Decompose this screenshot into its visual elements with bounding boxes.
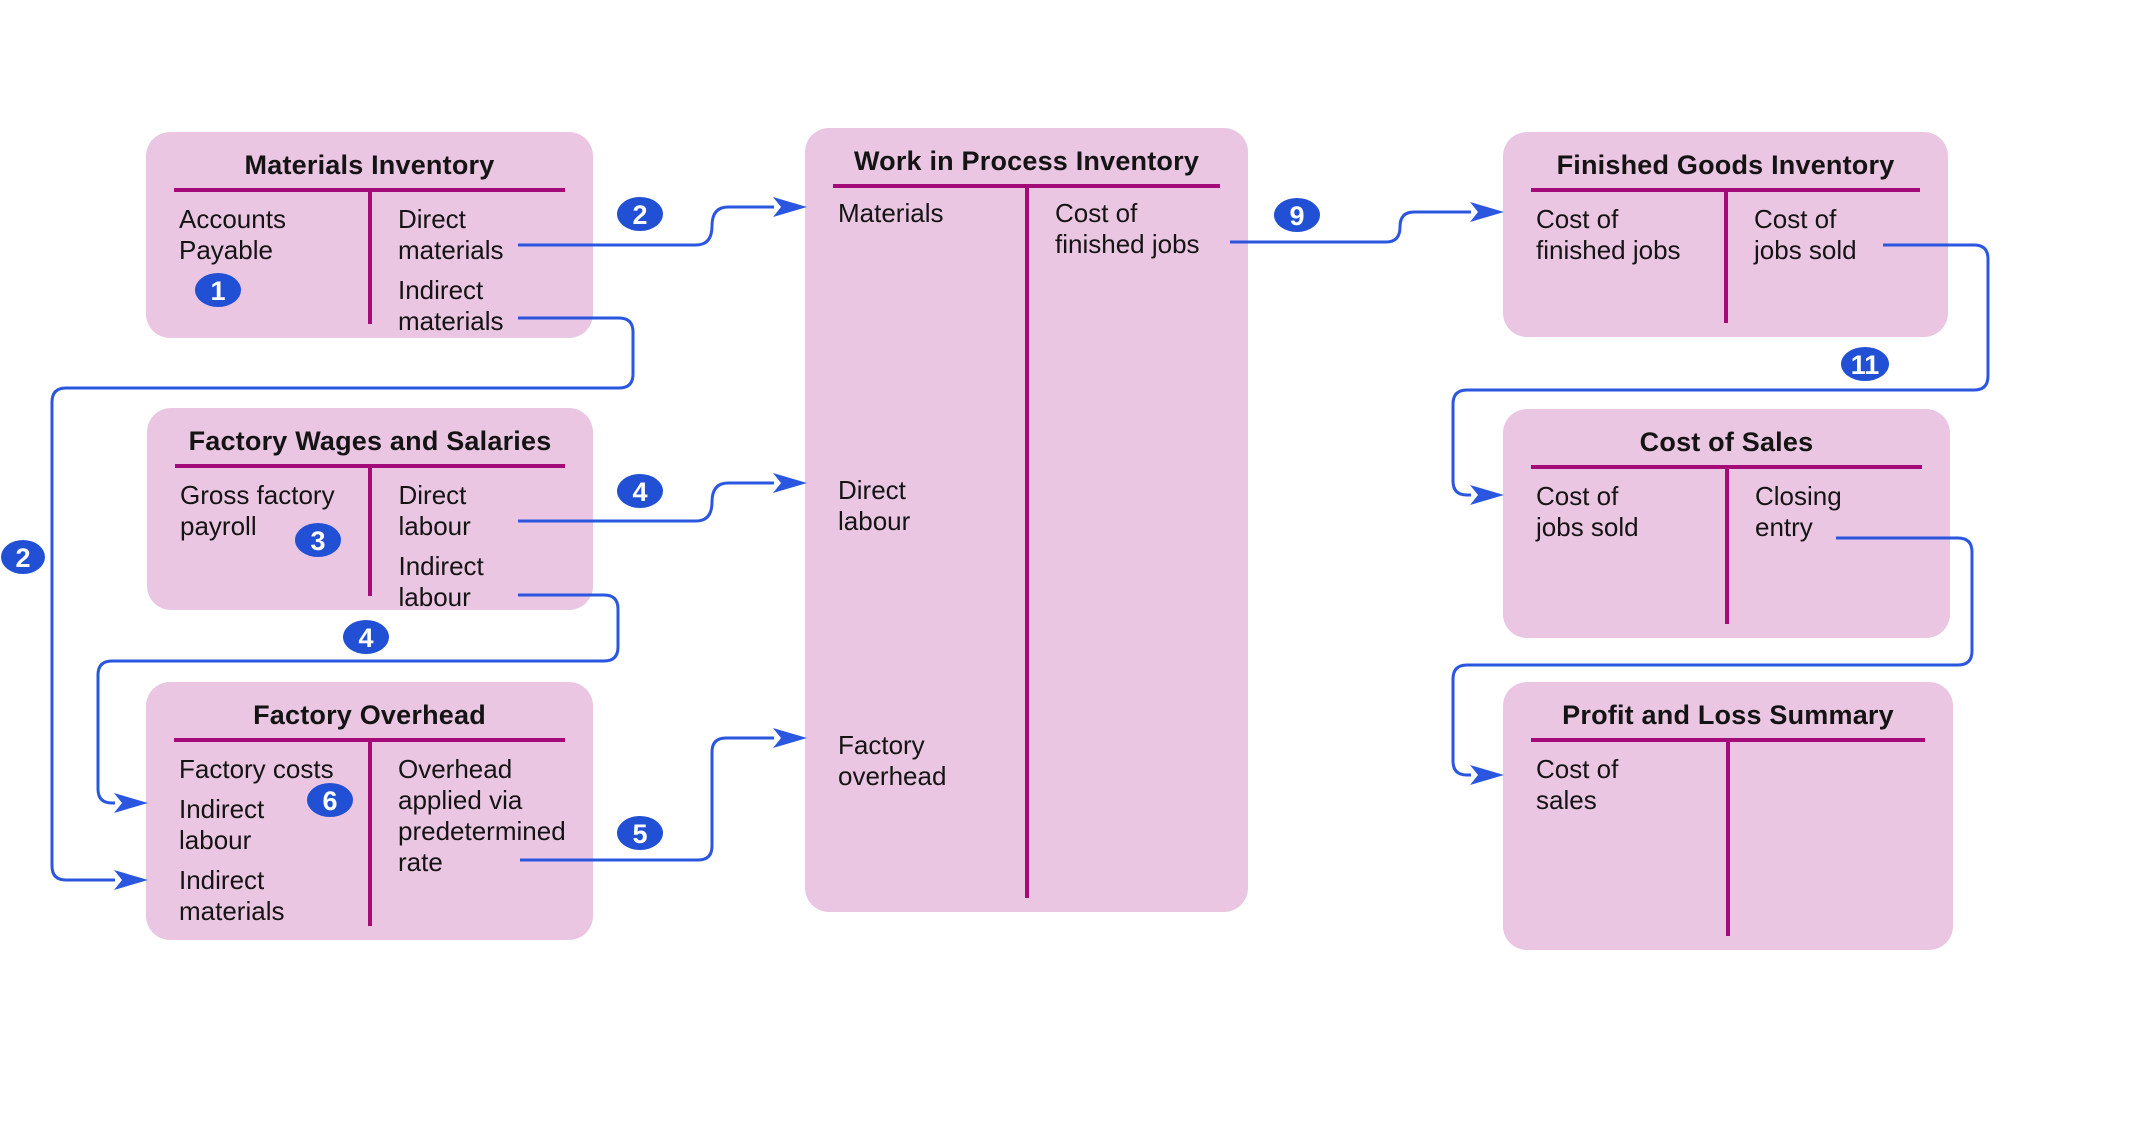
flow-badge-2-indirect-materials: 2 — [1, 540, 45, 574]
flow-arrow-finished-jobs-to-fg — [1230, 202, 1504, 244]
entry-indirect-materials-overhead: Indirect materials — [179, 865, 285, 926]
svg-text:9: 9 — [1289, 201, 1304, 231]
svg-text:2: 2 — [632, 200, 647, 230]
account-title-materials-inventory: Materials Inventory — [244, 150, 495, 180]
account-title-factory-wages-and-salaries: Factory Wages and Salaries — [188, 426, 552, 456]
entry-fg-cost-of-jobs-sold: Cost of jobs sold — [1754, 204, 1857, 265]
account-box-factory-overhead: Factory Overhead Factory costs Indirect … — [146, 682, 593, 940]
flow-badge-11: 11 — [1841, 347, 1889, 381]
entry-direct-materials: Direct materials — [398, 204, 504, 265]
entry-gross-factory-payroll: Gross factory payroll — [180, 480, 335, 541]
account-title-factory-overhead: Factory Overhead — [253, 700, 486, 730]
t-account-body: Cost of finished jobs Cost of jobs sold — [1503, 192, 1948, 337]
account-title-cost-of-sales: Cost of Sales — [1639, 427, 1814, 457]
account-box-work-in-process-inventory: Work in Process Inventory Materials Dire… — [805, 128, 1248, 912]
flow-badge-9: 9 — [1274, 198, 1320, 232]
entry-wip-materials: Materials — [838, 198, 944, 228]
entry-cos-cost-of-jobs-sold: Cost of jobs sold — [1536, 481, 1639, 542]
t-account-body: Cost of sales — [1503, 742, 1953, 950]
entry-wip-cost-of-finished-jobs: Cost of finished jobs — [1055, 198, 1200, 259]
entry-overhead-applied: Overhead applied via predetermined rate — [398, 754, 566, 877]
entry-wip-direct-labour: Direct labour — [838, 475, 911, 536]
entry-direct-labour: Direct labour — [398, 480, 471, 541]
account-box-materials-inventory: Materials Inventory Accounts Payable Dir… — [146, 132, 593, 338]
entry-accounts-payable: Accounts Payable — [179, 204, 286, 265]
account-box-cost-of-sales: Cost of Sales Cost of jobs sold Closing … — [1503, 409, 1950, 638]
entry-indirect-materials: Indirect materials — [398, 275, 504, 336]
entry-indirect-labour: Indirect labour — [398, 551, 484, 612]
account-box-finished-goods-inventory: Finished Goods Inventory Cost of finishe… — [1503, 132, 1948, 337]
account-title-profit-and-loss-summary: Profit and Loss Summary — [1562, 700, 1894, 730]
t-account-rule — [174, 188, 565, 192]
flow-badge-5: 5 — [617, 816, 663, 850]
entry-fg-cost-of-finished-jobs: Cost of finished jobs — [1536, 204, 1681, 265]
account-title-finished-goods-inventory: Finished Goods Inventory — [1556, 150, 1895, 180]
t-account-body: Gross factory payroll Direct labour Indi… — [147, 468, 593, 612]
t-account-body: Materials Direct labour Factory overhead… — [805, 188, 1248, 912]
entry-wip-factory-overhead: Factory overhead — [838, 730, 947, 791]
entry-cos-closing-entry: Closing entry — [1755, 481, 1842, 542]
flow-badge-4-direct-labour: 4 — [617, 474, 663, 508]
svg-text:11: 11 — [1851, 350, 1880, 380]
account-title-work-in-process-inventory: Work in Process Inventory — [853, 146, 1200, 176]
t-account-body: Accounts Payable Direct materials Indire… — [146, 192, 593, 338]
t-account-rule — [833, 184, 1220, 188]
t-account-stem — [367, 192, 372, 324]
svg-text:2: 2 — [15, 543, 30, 573]
t-account-stem — [1024, 188, 1029, 898]
entry-pl-cost-of-sales: Cost of sales — [1536, 754, 1619, 815]
t-account-body: Cost of jobs sold Closing entry — [1503, 469, 1950, 638]
flow-badge-4-indirect-labour: 4 — [343, 620, 389, 654]
account-box-factory-wages-and-salaries: Factory Wages and Salaries Gross factory… — [147, 408, 593, 612]
svg-text:4: 4 — [358, 623, 373, 653]
entry-factory-costs: Factory costs — [179, 754, 334, 784]
t-account-rule — [1531, 188, 1920, 192]
svg-text:5: 5 — [632, 819, 647, 849]
flow-badge-2-direct-materials: 2 — [617, 197, 663, 231]
account-box-profit-and-loss-summary: Profit and Loss Summary Cost of sales — [1503, 682, 1953, 950]
t-account-body: Factory costs Indirect labour Indirect m… — [146, 742, 593, 940]
t-account-stem — [1726, 742, 1730, 936]
entry-indirect-labour-overhead: Indirect labour — [179, 794, 265, 855]
svg-text:4: 4 — [632, 477, 647, 507]
